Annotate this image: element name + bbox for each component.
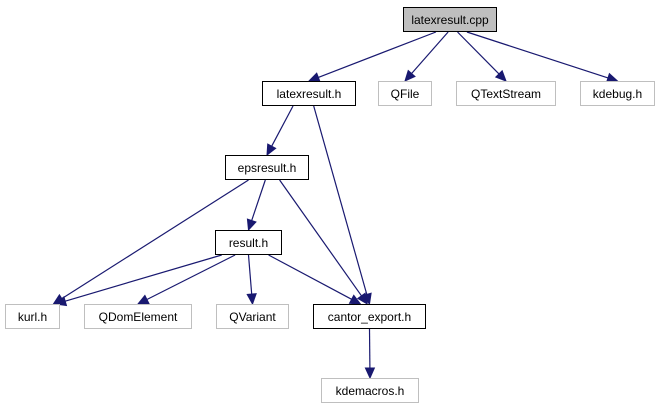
arrowhead-icon [364,367,376,380]
edge-latexresult_cpp-to-latexresult_h [318,31,437,78]
arrowhead-icon [266,143,277,157]
arrowhead-icon [356,292,368,305]
edge-epsresult_h-to-result_h [251,179,266,221]
edge-latexresult_cpp-to-qtextstream [457,31,500,75]
node-qfile[interactable]: QFile [378,81,432,106]
edge-latexresult_h-to-epsresult_h [271,105,294,147]
node-label: kdebug.h [592,86,643,101]
node-latexresult-h[interactable]: latexresult.h [262,81,356,106]
node-label: QTextStream [470,86,542,101]
node-kdebug-h[interactable]: kdebug.h [580,81,655,106]
edge-latexresult_cpp-to-kdebug_h [466,31,609,79]
node-label: result.h [228,235,269,250]
edge-result_h-to-qdomelement [146,254,236,301]
arrowhead-icon [136,294,150,305]
arrowhead-icon [404,69,416,82]
edge-result_h-to-kurl_h [65,254,222,302]
edge-latexresult_h-to-cantor_export_h [313,105,368,295]
node-label: latexresult.cpp [411,12,489,27]
node-label: kdemacros.h [335,383,405,398]
arrowhead-icon [54,295,68,307]
node-label: epsresult.h [237,160,297,175]
arrowhead-icon [494,69,507,82]
node-latexresult-cpp[interactable]: latexresult.cpp [403,7,497,32]
node-qvariant[interactable]: QVariant [216,304,289,329]
edge-result_h-to-cantor_export_h [268,254,352,300]
edge-epsresult_h-to-cantor_export_h [279,179,362,297]
node-kurl-h[interactable]: kurl.h [5,304,60,329]
node-qtextstream[interactable]: QTextStream [456,81,556,106]
edge-latexresult_cpp-to-qfile [411,31,449,74]
node-kdemacros-h[interactable]: kdemacros.h [321,378,419,403]
node-label: QDomElement [98,309,178,324]
node-qdomelement[interactable]: QDomElement [84,304,192,329]
node-epsresult-h[interactable]: epsresult.h [225,155,309,180]
arrowhead-icon [246,218,257,232]
node-label: QFile [390,86,420,101]
node-label: latexresult.h [276,86,342,101]
node-result-h[interactable]: result.h [215,230,282,255]
edge-epsresult_h-to-kurl_h [61,179,249,300]
arrowhead-icon [246,293,257,306]
node-label: QVariant [229,309,276,324]
node-label: kurl.h [17,309,48,324]
node-cantor-export-h[interactable]: cantor_export.h [313,304,426,329]
edge-result_h-to-qvariant [247,254,253,295]
node-label: cantor_export.h [327,309,412,324]
arrowhead-icon [348,294,362,305]
